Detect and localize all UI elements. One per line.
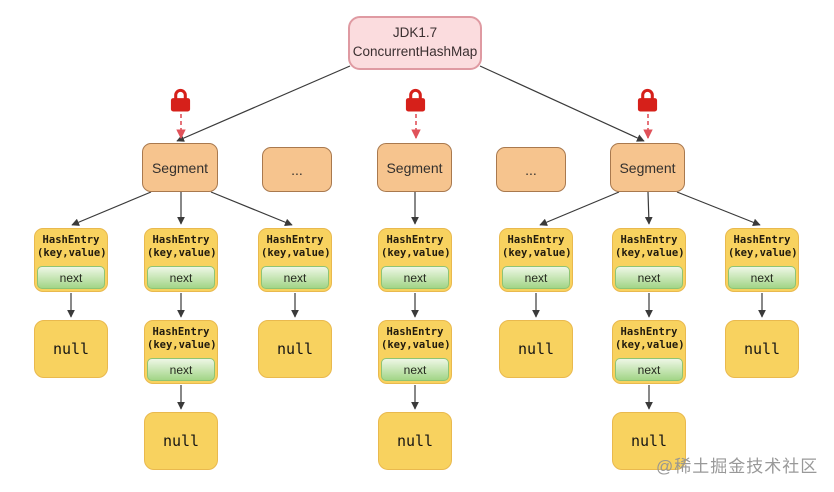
hash-entry-next-pointer: next xyxy=(728,266,796,289)
null-node-c7: null xyxy=(725,320,799,378)
edge-seg3-col7 xyxy=(676,191,761,227)
edge-root-segment3 xyxy=(479,65,645,142)
hash-entry-title: HashEntry xyxy=(620,326,678,338)
hash-entry-title: HashEntry xyxy=(42,234,100,246)
hash-entry-subtitle: (key,value) xyxy=(381,247,451,259)
hash-entry-node-c2r1: HashEntry (key,value) next xyxy=(144,228,218,292)
hash-entry-node-c4r2: HashEntry (key,value) next xyxy=(378,320,452,384)
hash-entry-title: HashEntry xyxy=(152,234,210,246)
hash-entry-subtitle: (key,value) xyxy=(502,247,572,259)
hash-entry-subtitle: (key,value) xyxy=(147,339,217,351)
hash-entry-node-c5r1: HashEntry (key,value) next xyxy=(499,228,573,292)
lock-icon xyxy=(637,88,658,112)
edge-seg3-col6 xyxy=(644,191,653,225)
segment-node-2: Segment xyxy=(377,143,452,192)
lock-icon xyxy=(170,88,191,112)
edge-seg1-col1 xyxy=(71,191,152,226)
hash-entry-node-c4r1: HashEntry (key,value) next xyxy=(378,228,452,292)
hash-entry-next-pointer: next xyxy=(615,266,683,289)
edge-seg1-col3 xyxy=(210,191,293,226)
hash-entry-next-pointer: next xyxy=(381,266,449,289)
hash-entry-title: HashEntry xyxy=(266,234,324,246)
hash-entry-subtitle: (key,value) xyxy=(381,339,451,351)
hash-entry-next-pointer: next xyxy=(502,266,570,289)
hash-entry-subtitle: (key,value) xyxy=(37,247,107,259)
null-node-c4: null xyxy=(378,412,452,470)
null-node-c3: null xyxy=(258,320,332,378)
hash-entry-subtitle: (key,value) xyxy=(728,247,798,259)
segment-node-1: Segment xyxy=(142,143,218,192)
hash-entry-subtitle: (key,value) xyxy=(261,247,331,259)
hash-entry-title: HashEntry xyxy=(507,234,565,246)
hash-entry-next-pointer: next xyxy=(381,358,449,381)
hash-entry-title: HashEntry xyxy=(386,326,444,338)
hash-entry-next-pointer: next xyxy=(147,358,215,381)
hash-entry-node-c7r1: HashEntry (key,value) next xyxy=(725,228,799,292)
root-node-jdk17-concurrenthashmap: JDK1.7 ConcurrentHashMap xyxy=(348,16,482,70)
segment-ellipsis-node-2: ... xyxy=(496,147,566,192)
null-node-c2: null xyxy=(144,412,218,470)
hash-entry-subtitle: (key,value) xyxy=(615,247,685,259)
hash-entry-node-c2r2: HashEntry (key,value) next xyxy=(144,320,218,384)
edge-seg3-col5 xyxy=(539,191,620,226)
hash-entry-node-c6r1: HashEntry (key,value) next xyxy=(612,228,686,292)
hash-entry-next-pointer: next xyxy=(261,266,329,289)
hash-entry-node-c1r1: HashEntry (key,value) next xyxy=(34,228,108,292)
hash-entry-node-c6r2: HashEntry (key,value) next xyxy=(612,320,686,384)
hash-entry-title: HashEntry xyxy=(620,234,678,246)
edge-root-segment1 xyxy=(176,65,351,142)
null-node-c6: null xyxy=(612,412,686,470)
segment-ellipsis-node-1: ... xyxy=(262,147,332,192)
hash-entry-node-c3r1: HashEntry (key,value) next xyxy=(258,228,332,292)
watermark-juejin: @稀土掘金技术社区 xyxy=(656,457,819,476)
hash-entry-next-pointer: next xyxy=(615,358,683,381)
hash-entry-title: HashEntry xyxy=(386,234,444,246)
hash-entry-subtitle: (key,value) xyxy=(615,339,685,351)
null-node-c1: null xyxy=(34,320,108,378)
hash-entry-subtitle: (key,value) xyxy=(147,247,217,259)
hash-entry-next-pointer: next xyxy=(147,266,215,289)
hash-entry-title: HashEntry xyxy=(733,234,791,246)
hash-entry-title: HashEntry xyxy=(152,326,210,338)
null-node-c5: null xyxy=(499,320,573,378)
hash-entry-next-pointer: next xyxy=(37,266,105,289)
segment-node-3: Segment xyxy=(610,143,685,192)
lock-icon xyxy=(405,88,426,112)
